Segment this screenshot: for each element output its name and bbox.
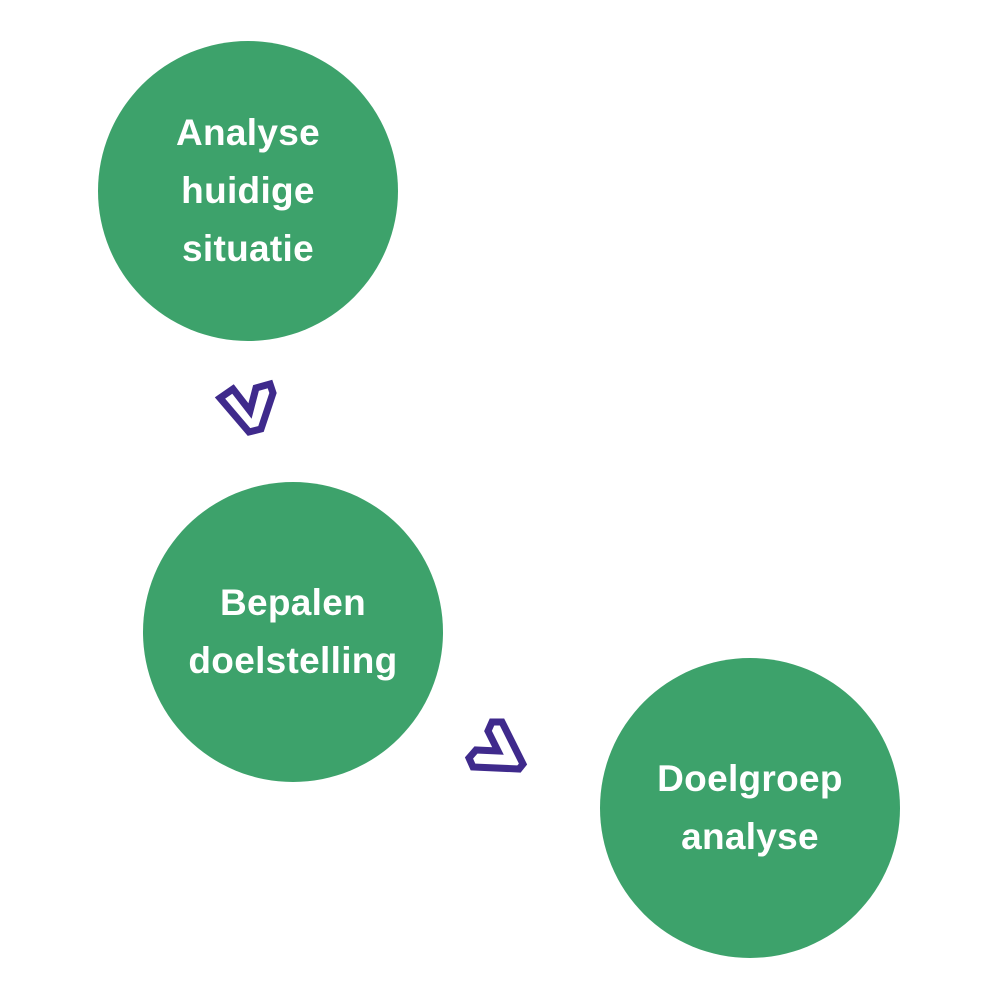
step-label-line: Bepalen: [219, 582, 367, 623]
step-label-line: Analyse: [175, 112, 320, 153]
step-label-line: analyse: [681, 816, 819, 857]
chevron-arrow-icon: [464, 718, 528, 773]
step-analyse-huidige-situatie: Analyse huidige situatie: [98, 41, 398, 341]
step-label-line: huidige: [181, 170, 315, 211]
chevron-arrow-icon: [214, 379, 277, 436]
step-doelgroep-analyse: Doelgroep analyse: [600, 658, 900, 958]
step-label-line: doelstelling: [188, 640, 398, 681]
step-label-line: Doelgroep: [657, 758, 843, 799]
step-bepalen-doelstelling: Bepalen doelstelling: [143, 482, 443, 782]
step-label-line: situatie: [182, 228, 314, 269]
